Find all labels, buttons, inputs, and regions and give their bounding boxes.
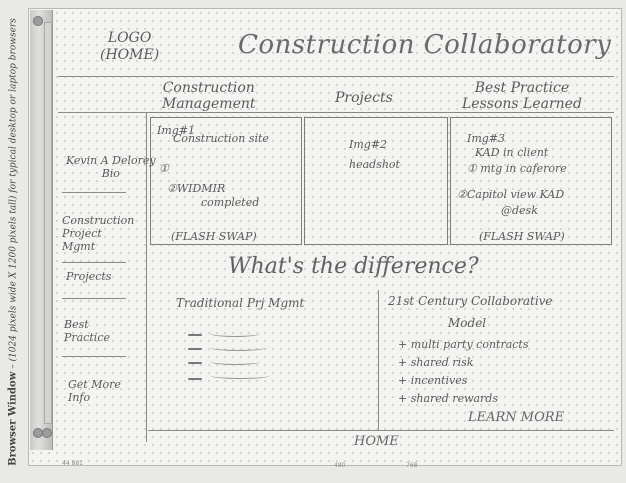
caption-bold: Browser Window bbox=[7, 371, 19, 466]
placeholder-text-line bbox=[210, 358, 260, 365]
sidebar-item-label: Mgmt bbox=[62, 240, 96, 253]
scale-label-mid2: 768 bbox=[406, 462, 418, 469]
site-title: Construction Collaboratory bbox=[238, 30, 612, 60]
placeholder-text-line bbox=[210, 330, 260, 337]
sidebar-item-label: Kevin A Delorey bbox=[66, 154, 156, 167]
header-divider bbox=[58, 76, 614, 77]
list-item: + shared rewards bbox=[398, 392, 498, 405]
panel-text: Img#3 bbox=[467, 132, 506, 145]
nav-label: Construction bbox=[162, 80, 255, 96]
panel-text: Construction site bbox=[173, 132, 269, 145]
bullet-mark bbox=[188, 334, 202, 336]
sidebar-item-label: Get More bbox=[68, 378, 121, 391]
caption-italic: – (1024 pixels wide X 1200 pixels tall) … bbox=[8, 17, 19, 372]
bullet-mark bbox=[188, 348, 202, 350]
sidebar-divider bbox=[146, 112, 147, 442]
collaborative-heading: 21st Century Collaborative bbox=[388, 294, 553, 308]
panel-text: ②Capitol view KAD bbox=[457, 188, 565, 201]
wireframe-sheet bbox=[28, 8, 622, 466]
collaborative-heading-2: Model bbox=[448, 316, 487, 330]
list-item: + shared risk bbox=[398, 356, 474, 369]
sidebar-separator bbox=[62, 356, 126, 357]
nav-construction-management[interactable]: Construction Management bbox=[162, 80, 256, 112]
page-caption: Browser Window – (1024 pixels wide X 120… bbox=[2, 0, 24, 483]
footer-home-link[interactable]: HOME bbox=[354, 434, 399, 449]
list-item: + multi party contracts bbox=[398, 338, 529, 351]
panel-text: ②WIDMIR bbox=[167, 182, 226, 195]
flash-swap-panel-3[interactable]: Img#3 KAD in client ① mtg in caferore ②C… bbox=[450, 117, 612, 245]
learn-more-link[interactable]: LEARN MORE bbox=[468, 410, 565, 425]
logo-home-link[interactable]: LOGO (HOME) bbox=[100, 30, 159, 64]
sidebar-item-label: Bio bbox=[101, 167, 120, 180]
column-divider bbox=[378, 290, 379, 430]
sidebar-item-label: Projects bbox=[66, 270, 112, 283]
panel-text: @desk bbox=[501, 204, 538, 217]
traditional-heading: Traditional Prj Mgmt bbox=[176, 296, 305, 310]
sidebar-separator bbox=[62, 298, 126, 299]
flash-swap-panel-2[interactable]: Img#2 headshot bbox=[304, 117, 448, 245]
forward-icon[interactable] bbox=[42, 428, 52, 438]
flash-swap-panel-1[interactable]: Img#1 Construction site ① ②WIDMIR comple… bbox=[150, 117, 302, 245]
nav-best-practice[interactable]: Best Practice Lessons Learned bbox=[462, 80, 582, 112]
nav-label: Projects bbox=[335, 90, 393, 106]
sidebar-item-bio[interactable]: Kevin A Delorey Bio bbox=[66, 154, 156, 180]
sidebar-separator bbox=[62, 262, 126, 263]
scroll-track[interactable] bbox=[44, 22, 52, 424]
footer-divider bbox=[148, 430, 614, 431]
panel-text: Img#1 bbox=[157, 124, 196, 137]
nav-label: Lessons Learned bbox=[462, 96, 582, 112]
placeholder-text-line bbox=[210, 344, 266, 351]
scroll-up-icon[interactable] bbox=[33, 16, 43, 26]
bullet-mark bbox=[188, 378, 202, 380]
panel-text: headshot bbox=[349, 158, 400, 171]
nav-label: Management bbox=[162, 96, 256, 112]
scale-label-left: 44 881 bbox=[62, 460, 83, 467]
sidebar-item-label: Info bbox=[68, 391, 91, 404]
sidebar-item-construction-project-mgmt[interactable]: Construction Project Mgmt bbox=[62, 214, 134, 253]
sidebar-item-label: Construction bbox=[62, 214, 135, 227]
difference-title: What's the difference? bbox=[228, 254, 479, 279]
panel-text: completed bbox=[201, 196, 260, 209]
nav-projects[interactable]: Projects bbox=[335, 90, 393, 106]
sidebar-item-best-practice[interactable]: Best Practice bbox=[64, 318, 110, 344]
sidebar-item-label: Practice bbox=[64, 331, 110, 344]
panel-text: KAD in client bbox=[475, 146, 549, 159]
sidebar-separator bbox=[62, 192, 126, 193]
sidebar-item-label: Project bbox=[62, 227, 102, 240]
logo-line1: LOGO bbox=[107, 30, 152, 46]
list-item: + incentives bbox=[398, 374, 468, 387]
scale-label-mid1: 480 bbox=[334, 462, 346, 469]
logo-line2: (HOME) bbox=[100, 47, 160, 63]
sidebar-item-projects[interactable]: Projects bbox=[66, 270, 111, 283]
sidebar-item-get-more-info[interactable]: Get More Info bbox=[68, 378, 121, 404]
panel-text: Img#2 bbox=[349, 138, 388, 151]
sidebar-item-label: Best bbox=[64, 318, 89, 331]
panel-text: ① bbox=[159, 162, 169, 175]
panel-footer: (FLASH SWAP) bbox=[479, 230, 565, 243]
panel-text: ① mtg in caferore bbox=[467, 162, 567, 175]
panel-footer: (FLASH SWAP) bbox=[171, 230, 257, 243]
bullet-mark bbox=[188, 362, 202, 364]
nav-label: Best Practice bbox=[474, 80, 570, 96]
placeholder-text-line bbox=[210, 372, 270, 379]
nav-divider bbox=[58, 112, 614, 113]
